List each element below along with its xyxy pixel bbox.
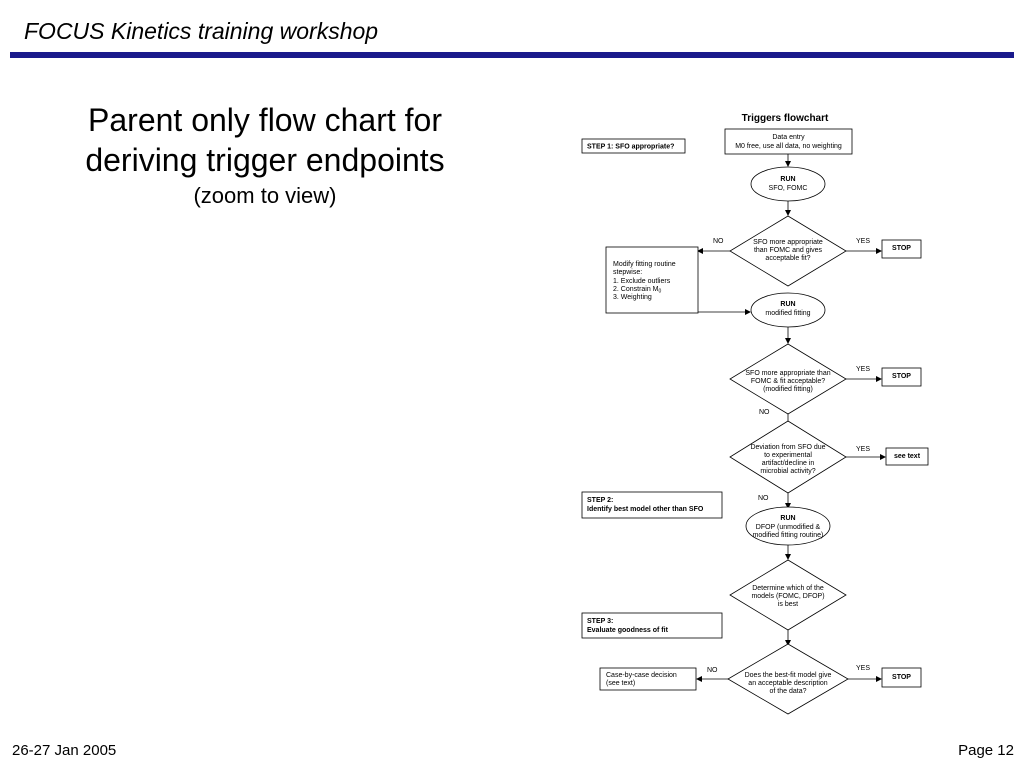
stop-box: STOP xyxy=(881,239,922,259)
no-label: NO xyxy=(713,238,724,245)
step2-line2: Identify best model other than SFO xyxy=(587,506,704,513)
decision2-line1: SFO more appropriate than xyxy=(745,370,830,377)
step2-box: STEP 2: Identify best model other than S… xyxy=(581,491,723,519)
decision5-line3: of the data? xyxy=(770,688,807,695)
step3-line2: Evaluate goodness of fit xyxy=(587,627,669,634)
decision-experimental-artifact: Deviation from SFO due to experimental a… xyxy=(729,420,847,494)
run-sfo-fomc-node: RUN SFO, FOMC xyxy=(750,166,826,202)
stop-box: STOP xyxy=(881,367,922,387)
modify-line2: stepwise: xyxy=(613,269,642,276)
modify-fitting-box: Modify fitting routine stepwise: 1. Excl… xyxy=(605,246,699,314)
modify-line4-text: 2. Constrain M xyxy=(613,286,659,293)
decision3-line2: to experimental xyxy=(764,452,812,459)
decision5-line1: Does the best-fit model give xyxy=(745,672,832,679)
decision4-line1: Determine which of the xyxy=(752,585,824,592)
no-label: NO xyxy=(707,667,718,674)
decision3-line3: artifact/decline in xyxy=(762,460,815,467)
decision2-line3: (modified fitting) xyxy=(763,386,813,393)
no-label: NO xyxy=(758,495,769,502)
yes-label: YES xyxy=(856,366,870,373)
header-rule xyxy=(10,52,1014,58)
step3-box: STEP 3: Evaluate goodness of fit xyxy=(581,612,723,639)
decision5-line2: an acceptable description xyxy=(748,680,827,687)
decision4-line3: is best xyxy=(778,601,798,608)
run1-head: RUN xyxy=(780,176,795,183)
decision3-line1: Deviation from SFO due xyxy=(750,444,825,451)
decision-sfo-vs-fomc: SFO more appropriate than FOMC and gives… xyxy=(729,215,847,287)
case-by-case-box: Case-by-case decision (see text) xyxy=(599,667,697,691)
stop-label: STOP xyxy=(892,373,911,380)
run2-head: RUN xyxy=(780,301,795,308)
run-modified-fitting-node: RUN modified fitting xyxy=(750,292,826,328)
decision-modified-fit: SFO more appropriate than FOMC & fit acc… xyxy=(729,343,847,415)
run1-body: SFO, FOMC xyxy=(769,185,808,192)
modify-subscript: 0 xyxy=(659,289,662,295)
yes-label: YES xyxy=(856,238,870,245)
case-line1: Case-by-case decision xyxy=(606,672,677,679)
modify-line5: 3. Weighting xyxy=(613,294,652,301)
stop-box: STOP xyxy=(881,667,922,688)
stop-label: STOP xyxy=(892,245,911,252)
step2-line1: STEP 2: xyxy=(587,497,613,504)
run2-body: modified fitting xyxy=(765,310,810,317)
stop-label: STOP xyxy=(892,674,911,681)
slide-subtitle: (zoom to view) xyxy=(193,183,337,208)
run3-body2: modified fitting routine) xyxy=(753,532,824,539)
data-entry-box: Data entry M0 free, use all data, no wei… xyxy=(724,128,853,155)
see-text-box: see text xyxy=(885,447,929,466)
step1-label: STEP 1: SFO appropriate? xyxy=(587,144,674,151)
decision-acceptable-description: Does the best-fit model give an acceptab… xyxy=(727,643,849,715)
modify-line1: Modify fitting routine xyxy=(613,261,676,268)
modify-line3: 1. Exclude outliers xyxy=(613,278,671,285)
decision3-line4: microbial activity? xyxy=(760,468,815,475)
run-dfop-node: RUN DFOP (unmodified & modified fitting … xyxy=(745,506,831,546)
yes-label: YES xyxy=(856,446,870,453)
slide-title-line2: deriving trigger endpoints xyxy=(85,142,445,178)
slide-header: FOCUS Kinetics training workshop xyxy=(24,18,379,44)
footer-date: 26-27 Jan 2005 xyxy=(12,742,117,759)
slide-title: Parent only flow chart for deriving trig… xyxy=(40,100,490,180)
yes-label: YES xyxy=(856,665,870,672)
footer-page-number: Page 12 xyxy=(958,742,1014,759)
step3-line1: STEP 3: xyxy=(587,618,613,625)
decision4-line2: models (FOMC, DFOP) xyxy=(751,593,824,600)
run3-body1: DFOP (unmodified & xyxy=(756,524,821,531)
no-label: NO xyxy=(759,409,770,416)
decision-best-model: Determine which of the models (FOMC, DFO… xyxy=(729,559,847,631)
data-entry-line2: M0 free, use all data, no weighting xyxy=(735,143,842,150)
see-text-label: see text xyxy=(894,453,921,460)
decision1-line2: than FOMC and gives xyxy=(754,247,823,254)
modify-line4: 2. Constrain M0 xyxy=(613,286,662,295)
decision1-line3: acceptable fit? xyxy=(765,255,810,262)
decision2-line2: FOMC & fit acceptable? xyxy=(751,378,825,385)
case-line2: (see text) xyxy=(606,680,635,687)
data-entry-line1: Data entry xyxy=(772,134,805,141)
slide-title-line1: Parent only flow chart for xyxy=(88,102,442,138)
flowchart-title: Triggers flowchart xyxy=(742,113,829,124)
step1-box: STEP 1: SFO appropriate? xyxy=(581,138,686,154)
run3-head: RUN xyxy=(780,515,795,522)
decision1-line1: SFO more appropriate xyxy=(753,239,823,246)
